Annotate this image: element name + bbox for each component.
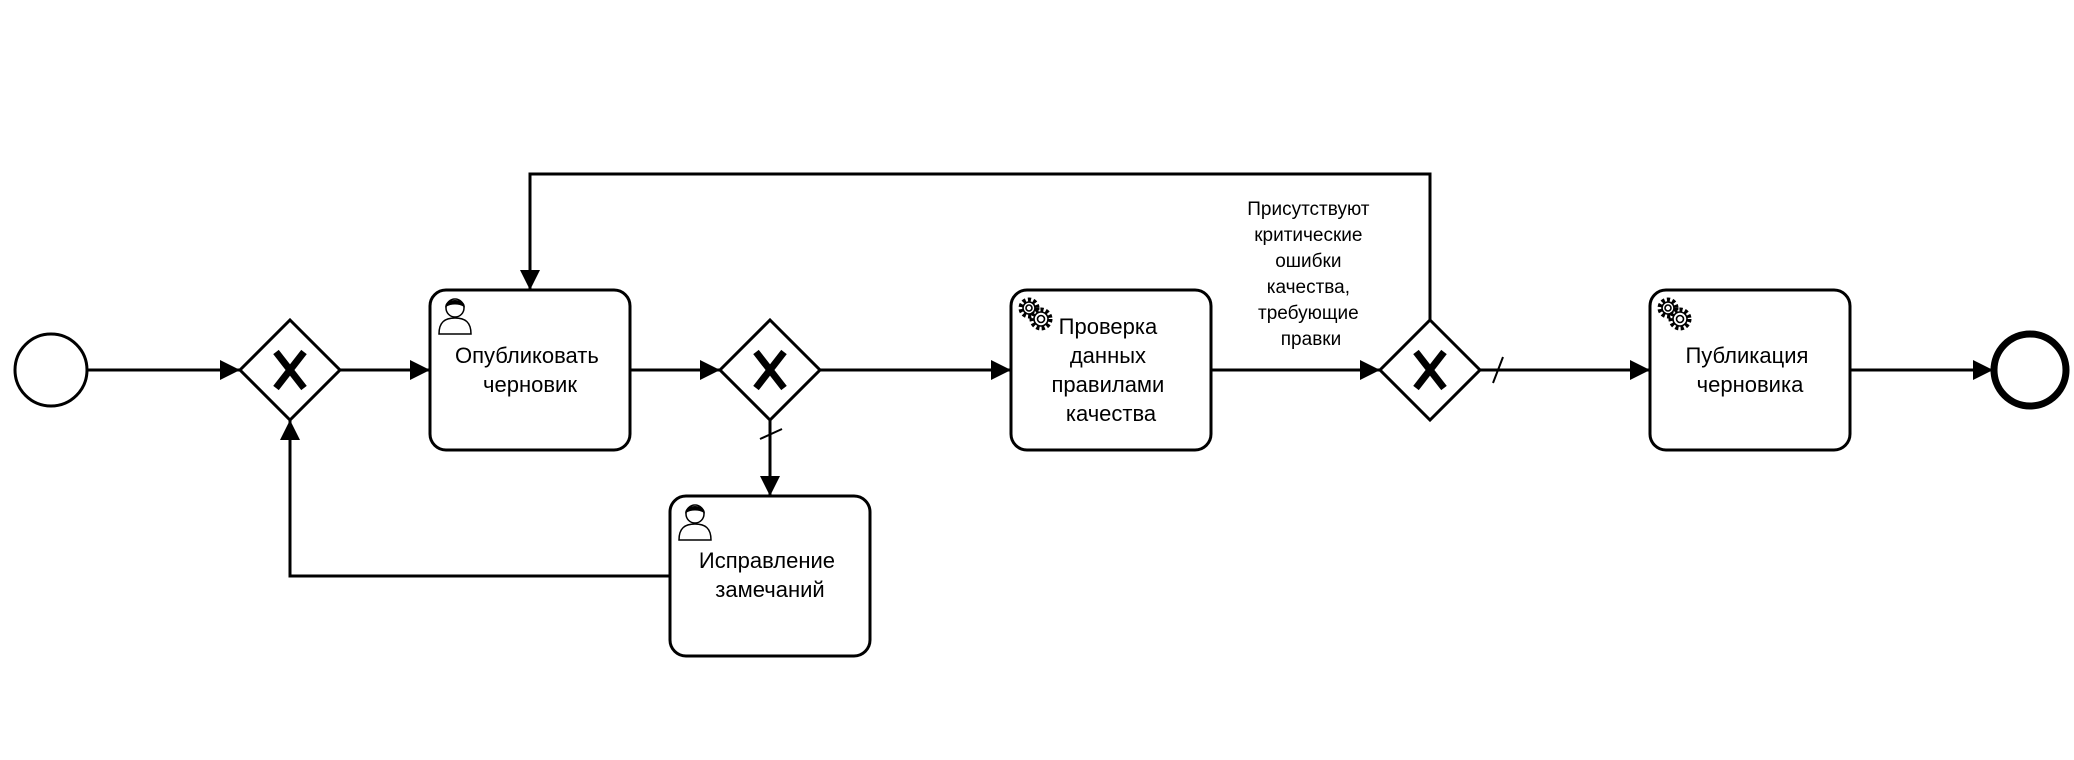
- condition-label-line: Присутствуют: [1247, 199, 1370, 220]
- task-label-line: Исправление: [699, 548, 835, 573]
- task-fix-remarks[interactable]: Исправление замечаний: [668, 494, 872, 658]
- condition-label-line: правки: [1281, 329, 1341, 350]
- task-publish-final[interactable]: Публикация черновика: [1648, 288, 1852, 452]
- task-label-line: Опубликовать: [455, 343, 599, 368]
- task-label-line: данных: [1070, 343, 1146, 368]
- gear-icon: [1657, 297, 1692, 331]
- task-label-line: черновик: [483, 372, 577, 397]
- x-marker-icon: [1413, 349, 1447, 391]
- condition-label-line: требующие: [1258, 303, 1359, 324]
- gear-icon: [1018, 297, 1053, 331]
- task-label-line: Публикация: [1685, 343, 1808, 368]
- x-marker-icon: [753, 349, 787, 391]
- task-label-line: Проверка: [1059, 314, 1158, 339]
- condition-label-line: критические: [1254, 225, 1362, 246]
- condition-label-line: ошибки: [1275, 251, 1341, 272]
- exclusive-gateway-3[interactable]: [1377, 317, 1483, 423]
- flow-gateway-3-to-publish-draft: [520, 172, 1432, 320]
- exclusive-gateway-2[interactable]: [717, 317, 823, 423]
- flow-fix-remarks-to-gateway-1: [280, 420, 670, 578]
- x-marker-icon: [273, 349, 307, 391]
- condition-label-line: качества,: [1267, 277, 1350, 298]
- default-flow-marker: [759, 428, 783, 440]
- task-label-line: правилами: [1052, 372, 1165, 397]
- task-label: Публикация черновика: [1685, 343, 1814, 397]
- task-label-line: черновика: [1697, 372, 1804, 397]
- task-label: Проверка данных правилами качества: [1052, 314, 1171, 426]
- task-label-line: замечаний: [715, 577, 824, 602]
- user-icon: [678, 504, 712, 541]
- user-icon: [438, 298, 472, 335]
- condition-label: Присутствуют критические ошибки качества…: [1247, 199, 1375, 350]
- task-quality-check[interactable]: Проверка данных правилами качества: [1009, 288, 1213, 452]
- task-publish-draft[interactable]: Опубликовать черновик: [428, 288, 632, 452]
- sequence-flows: [88, 172, 1993, 578]
- default-flow-marker: [1492, 356, 1504, 384]
- task-label-line: качества: [1066, 401, 1157, 426]
- task-label: Опубликовать черновик: [455, 343, 605, 397]
- exclusive-gateway-1[interactable]: [237, 317, 343, 423]
- start-event[interactable]: [13, 332, 89, 408]
- end-event[interactable]: [1990, 330, 2070, 410]
- task-label: Исправление замечаний: [699, 548, 841, 602]
